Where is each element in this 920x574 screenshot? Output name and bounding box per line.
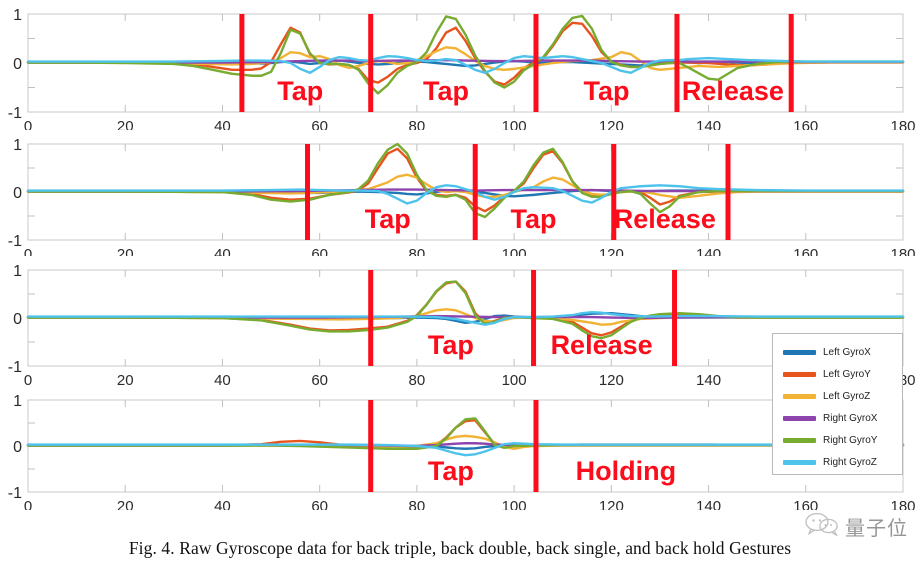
x-tick-label: 80 xyxy=(409,372,426,386)
legend-item: Right GyroZ xyxy=(773,451,902,473)
x-tick-label: 80 xyxy=(409,118,426,130)
x-tick-label: 60 xyxy=(311,372,328,386)
x-tick-label: 160 xyxy=(793,498,818,510)
x-tick-label: 0 xyxy=(24,372,32,386)
legend-item: Left GyroY xyxy=(773,363,902,385)
x-tick-label: 120 xyxy=(599,246,624,256)
legend-label: Right GyroX xyxy=(823,412,878,424)
x-tick-label: 40 xyxy=(214,372,231,386)
x-tick-label: 120 xyxy=(599,372,624,386)
legend-item: Right GyroY xyxy=(773,429,902,451)
y-tick-label: 1 xyxy=(13,137,22,154)
legend-label: Left GyroZ xyxy=(823,390,871,402)
gesture-annotation-label: Tap xyxy=(277,76,323,106)
x-tick-label: 60 xyxy=(311,246,328,256)
x-tick-label: 140 xyxy=(696,118,721,130)
series-line xyxy=(26,58,905,64)
gesture-annotation-label: Tap xyxy=(423,76,469,106)
legend-color-swatch xyxy=(783,393,816,399)
y-tick-label: -1 xyxy=(8,485,22,502)
gesture-annotation-label: Release xyxy=(614,204,716,234)
x-tick-label: 140 xyxy=(696,246,721,256)
legend-label: Left GyroY xyxy=(823,368,871,380)
x-tick-label: 120 xyxy=(599,118,624,130)
legend-color-swatch xyxy=(783,371,816,377)
legend-item: Left GyroX xyxy=(773,341,902,363)
legend-label: Right GyroY xyxy=(823,434,878,446)
series-line xyxy=(26,442,905,457)
y-tick-label: -1 xyxy=(8,359,22,376)
legend-label: Left GyroX xyxy=(823,346,871,358)
series-line xyxy=(26,311,905,326)
legend-color-swatch xyxy=(783,459,816,465)
y-tick-label: 0 xyxy=(13,56,22,73)
gesture-annotation-label: Tap xyxy=(583,76,629,106)
x-tick-label: 160 xyxy=(793,118,818,130)
y-tick-label: -1 xyxy=(8,105,22,122)
series-line xyxy=(26,184,905,205)
y-tick-label: 0 xyxy=(13,439,22,456)
x-tick-label: 40 xyxy=(214,246,231,256)
x-tick-label: 100 xyxy=(502,498,527,510)
x-tick-label: 60 xyxy=(311,498,328,510)
x-tick-label: 100 xyxy=(502,118,527,130)
x-tick-label: 80 xyxy=(409,246,426,256)
gesture-annotation-label: Holding xyxy=(576,456,676,486)
wechat-icon xyxy=(805,512,839,541)
legend: Left GyroX Left GyroY Left GyroZ Right Gyro… xyxy=(772,333,903,475)
legend-color-swatch xyxy=(783,415,816,421)
x-tick-label: 0 xyxy=(24,118,32,130)
y-tick-label: -1 xyxy=(8,233,22,250)
legend-label: Right GyroZ xyxy=(823,456,877,468)
x-tick-label: 80 xyxy=(409,498,426,510)
x-tick-label: 120 xyxy=(599,498,624,510)
watermark-text: 量子位 xyxy=(845,516,908,540)
x-tick-label: 140 xyxy=(696,372,721,386)
gesture-annotation-label: Tap xyxy=(365,204,411,234)
x-tick-label: 40 xyxy=(214,118,231,130)
x-tick-label: 180 xyxy=(890,246,915,256)
x-tick-label: 20 xyxy=(117,498,134,510)
x-tick-label: 0 xyxy=(24,498,32,510)
gesture-annotation-label: Tap xyxy=(511,204,557,234)
legend-color-swatch xyxy=(783,349,816,355)
x-tick-label: 100 xyxy=(502,246,527,256)
gesture-annotation-label: Tap xyxy=(428,330,474,360)
x-tick-label: 140 xyxy=(696,498,721,510)
y-tick-label: 0 xyxy=(13,185,22,202)
x-tick-label: 40 xyxy=(214,498,231,510)
gesture-annotation-label: Tap xyxy=(428,456,474,486)
y-tick-label: 1 xyxy=(13,393,22,410)
x-tick-label: 160 xyxy=(793,246,818,256)
figure-caption: Fig. 4. Raw Gyroscope data for back trip… xyxy=(128,538,792,558)
x-tick-label: 0 xyxy=(24,246,32,256)
x-tick-label: 20 xyxy=(117,246,134,256)
x-tick-label: 60 xyxy=(311,118,328,130)
legend-item: Right GyroX xyxy=(773,407,902,429)
legend-color-swatch xyxy=(783,437,816,443)
x-tick-label: 180 xyxy=(890,498,915,510)
x-tick-label: 20 xyxy=(117,372,134,386)
watermark: 量子位 xyxy=(805,512,908,541)
legend-item: Left GyroZ xyxy=(773,385,902,407)
series-line xyxy=(26,14,905,95)
x-tick-label: 180 xyxy=(890,118,915,130)
gesture-annotation-label: Release xyxy=(551,330,653,360)
y-tick-label: 0 xyxy=(13,311,22,328)
y-tick-label: 1 xyxy=(13,7,22,24)
y-tick-label: 1 xyxy=(13,263,22,280)
x-tick-label: 100 xyxy=(502,372,527,386)
x-tick-label: 20 xyxy=(117,118,134,130)
gesture-annotation-label: Release xyxy=(682,76,784,106)
